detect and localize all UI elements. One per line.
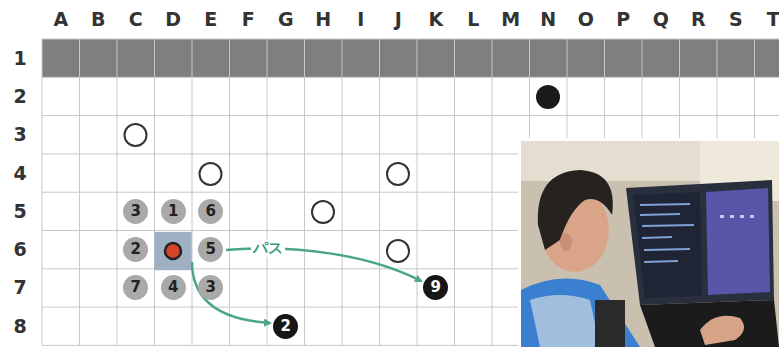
column-label: K bbox=[428, 10, 443, 29]
column-label: M bbox=[501, 10, 520, 29]
column-label: G bbox=[278, 10, 294, 29]
row-label: 2 bbox=[13, 87, 26, 106]
white-stone bbox=[200, 163, 222, 185]
column-label: N bbox=[540, 10, 556, 29]
column-label: H bbox=[315, 10, 331, 29]
column-label: C bbox=[129, 10, 143, 29]
row-label: 4 bbox=[13, 164, 26, 183]
move-arrow bbox=[192, 262, 270, 323]
candidate-number: 2 bbox=[123, 237, 148, 262]
column-label: S bbox=[729, 10, 743, 29]
top-band bbox=[42, 39, 779, 77]
white-stone bbox=[312, 201, 334, 223]
column-label: P bbox=[616, 10, 630, 29]
column-label: F bbox=[242, 10, 255, 29]
column-label: O bbox=[578, 10, 594, 29]
callout-number: 1 bbox=[168, 204, 178, 219]
column-label: A bbox=[53, 10, 68, 29]
candidate-number: 3 bbox=[123, 199, 148, 224]
column-label: J bbox=[395, 10, 402, 29]
candidate-number: 3 bbox=[198, 275, 223, 300]
red-stone bbox=[165, 243, 181, 259]
white-stone bbox=[387, 240, 409, 262]
column-label: D bbox=[165, 10, 181, 29]
column-label: Q bbox=[653, 10, 669, 29]
arrow-label: パス bbox=[251, 240, 285, 257]
callout-number: 5 bbox=[206, 242, 216, 257]
white-stone bbox=[387, 163, 409, 185]
move-number: 9 bbox=[423, 275, 448, 300]
grid-lines bbox=[42, 39, 779, 345]
photo-inset bbox=[518, 138, 779, 347]
column-label: I bbox=[357, 10, 364, 29]
candidate-number: 6 bbox=[198, 199, 223, 224]
row-label: 1 bbox=[13, 49, 26, 68]
row-label: 3 bbox=[13, 125, 26, 144]
callout-number: 2 bbox=[281, 319, 291, 334]
callout-number: 6 bbox=[206, 204, 216, 219]
callout-number: 7 bbox=[131, 280, 141, 295]
callout-number: 2 bbox=[131, 242, 141, 257]
column-label: L bbox=[467, 10, 479, 29]
column-label: B bbox=[91, 10, 105, 29]
row-label: 7 bbox=[13, 278, 26, 297]
candidate-number: 4 bbox=[161, 275, 186, 300]
candidate-number: 1 bbox=[161, 199, 186, 224]
column-label: R bbox=[691, 10, 706, 29]
candidate-number: 7 bbox=[123, 275, 148, 300]
callout-number: 4 bbox=[168, 280, 178, 295]
black-stone bbox=[536, 85, 560, 109]
callout-number: 3 bbox=[206, 280, 216, 295]
highlight-cell bbox=[154, 232, 192, 270]
move-number: 2 bbox=[273, 314, 298, 339]
row-label: 6 bbox=[13, 240, 26, 259]
callout-number: 3 bbox=[131, 204, 141, 219]
row-label: 8 bbox=[13, 317, 26, 336]
white-stone bbox=[125, 124, 147, 146]
candidate-number: 5 bbox=[198, 237, 223, 262]
column-label: T bbox=[767, 10, 779, 29]
callout-number: 9 bbox=[431, 280, 441, 295]
column-label: E bbox=[204, 10, 217, 29]
row-label: 5 bbox=[13, 202, 26, 221]
